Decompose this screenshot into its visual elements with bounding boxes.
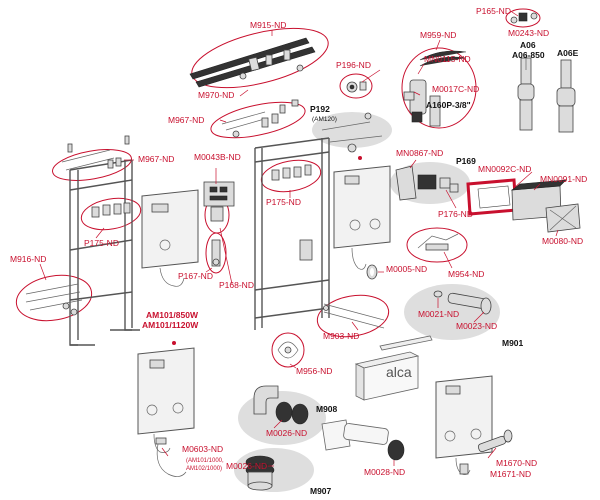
label-am101-1120w: AM101/1120W [142, 320, 199, 330]
label-m967-left: M967-ND [138, 154, 174, 164]
callout-ring-p175-mid [260, 159, 322, 193]
label-am101-1000: (AM101/1000, [186, 458, 224, 464]
m0028-pipe [321, 419, 405, 461]
label-m0021: M0021-ND [418, 309, 459, 319]
m907-parts [245, 455, 275, 491]
m959-valve [403, 50, 467, 127]
label-m0043b: M0043B-ND [194, 152, 241, 162]
callout-ring-m903 [316, 294, 390, 338]
label-a06-850: A06-850 [512, 50, 545, 60]
p165-parts [510, 12, 538, 24]
m908-parts [253, 385, 309, 425]
label-m0080: M0080-ND [542, 236, 583, 246]
bottom-right-tank [435, 375, 493, 475]
m916-bolts [25, 283, 83, 316]
label-m1670: M1670-ND [496, 458, 537, 468]
label-p167: P167-ND [178, 271, 213, 281]
label-m956: M956-ND [296, 366, 332, 376]
middle-frame [254, 137, 330, 330]
label-m908: M908 [316, 404, 338, 414]
m1670-parts [477, 429, 513, 453]
left-frame [67, 135, 140, 346]
m0005-seal [366, 264, 378, 280]
label-a06: A06 [520, 40, 536, 50]
label-mn0115: MN0115-ND [424, 54, 471, 64]
p175-left-parts [91, 202, 131, 218]
p192-parts [321, 112, 383, 153]
a06e-valve [556, 59, 576, 133]
p168-p167-parts [210, 206, 224, 267]
callout-ring-m967-top [210, 101, 306, 139]
callout-ring-m959 [401, 47, 477, 129]
m967-top-parts [221, 99, 299, 138]
label-m1671: M1671-ND [490, 469, 531, 479]
callout-ring-m956 [271, 332, 305, 368]
label-p165: P165-ND [476, 6, 511, 16]
label-m915: M915-ND [250, 20, 286, 30]
label-p175-mid: P175-ND [266, 197, 301, 207]
callout-ring-p175-left [80, 197, 142, 231]
p196-part [346, 81, 367, 93]
label-mn0091: MN0091-ND [540, 174, 587, 184]
label-m0017c: M0017C-ND [432, 84, 479, 94]
label-m0026-bottom: M0026-ND [226, 461, 267, 471]
a06-valve [517, 54, 535, 131]
label-m0028: M0028-ND [364, 467, 405, 477]
callout-ring-p167 [205, 232, 227, 274]
label-a160p: A160P-3/8" [426, 100, 471, 110]
callout-ring-m954 [406, 227, 468, 263]
mn0867-bracket [395, 165, 459, 201]
m901-pipe [433, 290, 492, 315]
label-p192: P192 [310, 104, 330, 114]
label-m967-top: M967-ND [168, 115, 204, 125]
callout-ring-m967-left [52, 149, 132, 181]
label-m916: M916-ND [10, 254, 46, 264]
label-m970: M970-ND [198, 90, 234, 100]
label-p168: P168-ND [219, 280, 254, 290]
label-m0603: M0603-ND [182, 444, 223, 454]
label-am101-850w: AM101/850W [146, 310, 199, 320]
label-am102-1000: AM102/1000) [186, 466, 222, 472]
label-p169: P169 [456, 156, 476, 166]
label-m907: M907 [310, 486, 332, 496]
m0080-plate [545, 203, 581, 233]
label-p176: P176-ND [438, 209, 473, 219]
label-p196: P196-ND [336, 60, 371, 70]
alca-logo-text: alca [386, 364, 412, 380]
label-m0243: M0243-ND [508, 28, 549, 38]
bottom-left-tank [137, 341, 195, 477]
label-mn0867: MN0867-ND [396, 148, 443, 158]
label-m901: M901 [502, 338, 524, 348]
label-a06e: A06E [557, 48, 579, 58]
mn0092c-plate [466, 178, 518, 216]
highlight-blob-p192 [312, 112, 392, 148]
callout-ring-p196 [339, 73, 373, 99]
m967-left-parts [61, 149, 122, 171]
m903-bolts [323, 303, 385, 329]
left-tank [141, 181, 235, 287]
m954-part [417, 233, 459, 251]
m956-part [277, 341, 299, 359]
callout-ring-p165 [505, 8, 541, 28]
label-m959: M959-ND [420, 30, 456, 40]
m915-rails [189, 37, 316, 88]
label-mn0092c: MN0092C-ND [478, 164, 531, 174]
label-m0023: M0023-ND [456, 321, 497, 331]
label-m903: M903-ND [323, 331, 359, 341]
label-m954: M954-ND [448, 269, 484, 279]
leader-lines [39, 11, 559, 467]
label-m0005: M0005-ND [386, 264, 427, 274]
callout-ring-m916 [15, 274, 93, 322]
label-p175-left: P175-ND [84, 238, 119, 248]
label-am120: (AM120) [312, 116, 337, 123]
middle-tank [333, 156, 391, 270]
alca-cover [354, 335, 433, 401]
label-m0026-top: M0026-ND [266, 428, 307, 438]
p175-mid-parts [271, 164, 312, 181]
